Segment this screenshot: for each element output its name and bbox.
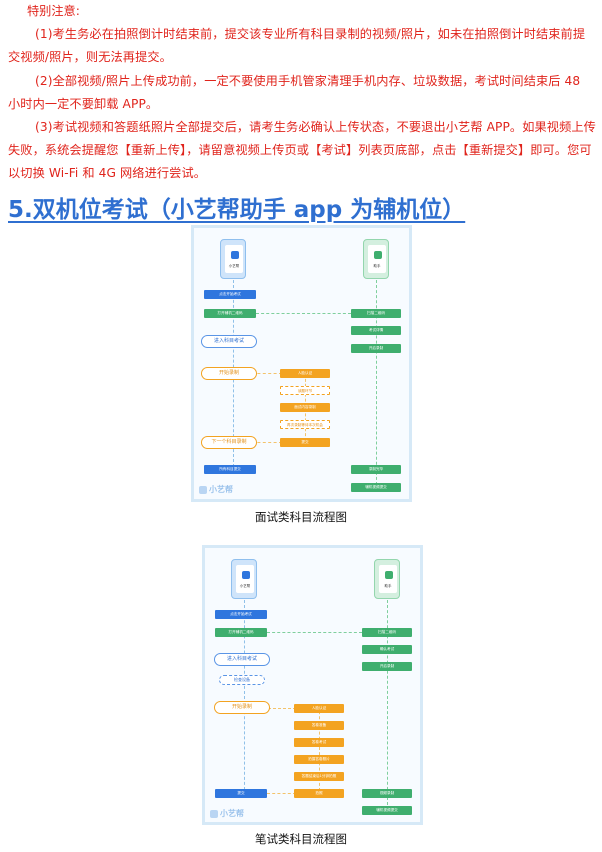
right-step-detail: 考试详情	[351, 326, 401, 335]
left-step-qrcode: 打开辅机二维码	[204, 309, 256, 318]
pill-next-subject: 下一个科目录制	[201, 436, 257, 449]
left-step-submit: 提交	[215, 789, 267, 798]
notice-item-2: (2)全部视频/照片上传成功前，一定不要使用手机管家清理手机内存、垃圾数据，考试…	[8, 73, 581, 111]
notice-header: 特别注意:	[27, 4, 80, 18]
main-phone-icon: 小艺帮	[231, 559, 257, 599]
mid-step-photo: 拍摄答卷照片	[294, 755, 344, 764]
figure1-caption: 面试类科目流程图	[255, 510, 347, 524]
right-step-submit: 辅机视频提交	[362, 806, 412, 815]
left-step-submit-all: 所有科目提交	[204, 465, 256, 474]
pill-enter-exam: 进入科目考试	[214, 653, 270, 666]
mid-step-retry: 再次录制等待本次机会	[280, 420, 330, 429]
mid-step-face: 人脸认证	[280, 369, 330, 378]
notice-item-3: (3)考试视频和答题纸照片全部提交后，请考生务必确认上传状态，不要退出小艺帮 A…	[8, 120, 596, 181]
aux-phone-icon: 助手	[374, 559, 400, 599]
right-step-confirm: 确认考试	[362, 645, 412, 654]
right-step-submit: 辅机视频提交	[351, 483, 401, 492]
main-phone-label: 小艺帮	[228, 264, 240, 268]
main-phone-label: 小艺帮	[239, 584, 251, 588]
left-step-start: 点击开始考试	[215, 610, 267, 619]
mid-step-prepare: 答卷准备	[294, 721, 344, 730]
mid-step-read: 读题环节	[280, 386, 330, 395]
watermark-logo: 小艺帮	[210, 808, 244, 819]
aux-phone-label: 助手	[373, 264, 381, 268]
main-phone-icon: 小艺帮	[220, 239, 246, 279]
pill-enter-exam: 进入科目考试	[201, 335, 257, 348]
aux-phone-label: 助手	[384, 584, 392, 588]
mid-step-exam: 答卷考试	[294, 738, 344, 747]
pill-start-record: 开始录制	[214, 701, 270, 714]
right-step-open-record: 开启录制	[351, 344, 401, 353]
mid-step-record: 面试内容录制	[280, 403, 330, 412]
written-flowchart: 小艺帮 助手 点击开始考试 打开辅机二维码 进入科目考试 检查设备 开始录制 提…	[202, 545, 423, 825]
mid-step-after: 答题结束后1分钟拍照	[294, 772, 344, 781]
aux-phone-icon: 助手	[363, 239, 389, 279]
watermark-logo: 小艺帮	[199, 484, 233, 495]
right-step-done: 录制完毕	[351, 465, 401, 474]
left-step-qrcode: 打开辅机二维码	[215, 628, 267, 637]
mid-step-submit: 提交	[280, 438, 330, 447]
mid-step-face: 人脸认证	[294, 704, 344, 713]
pill-check-device: 检查设备	[219, 675, 265, 685]
mid-step-shoot: 拍照	[294, 789, 344, 798]
right-step-open-record: 开启录制	[362, 662, 412, 671]
right-step-video: 视频录制	[362, 789, 412, 798]
left-step-start: 点击开始考试	[204, 290, 256, 299]
figure2-caption: 笔试类科目流程图	[255, 832, 347, 846]
pill-start-record: 开始录制	[201, 367, 257, 380]
notice-section: 特别注意: (1)考生务必在拍照倒计时结束前，提交该专业所有科目录制的视频/照片…	[0, 0, 602, 186]
right-step-scan: 扫描二维码	[362, 628, 412, 637]
notice-item-1: (1)考生务必在拍照倒计时结束前，提交该专业所有科目录制的视频/照片，如未在拍照…	[8, 27, 586, 65]
section-title: 5.双机位考试（小艺帮助手 app 为辅机位）	[8, 197, 466, 223]
interview-flowchart: 小艺帮 助手 点击开始考试 打开辅机二维码 进入科目考试 开始录制 下一个科目录…	[191, 225, 412, 502]
right-step-scan: 扫描二维码	[351, 309, 401, 318]
